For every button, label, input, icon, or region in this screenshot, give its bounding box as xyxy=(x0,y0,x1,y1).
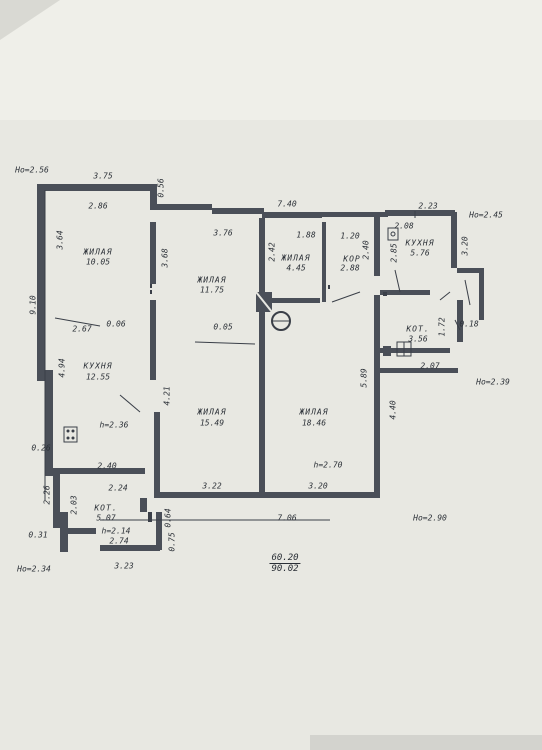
room-name-6: КУХНЯ xyxy=(83,361,113,371)
dim-0-64: 0.64 xyxy=(163,508,173,528)
dim-0-18: 0.18 xyxy=(459,319,479,329)
height-label-3: h=2.14 xyxy=(101,526,131,536)
dim-2-24: 2.24 xyxy=(108,483,128,493)
room-name-3: ЖИЛАЯ xyxy=(281,253,311,263)
room-area-10: 5.07 xyxy=(96,513,116,523)
room-name-9: КОТ. xyxy=(406,324,430,334)
oven-fixture xyxy=(255,291,273,313)
dim-2-23: 2.23 xyxy=(418,201,438,211)
stove-fixture xyxy=(63,426,78,443)
dim-0-26: 0.26 xyxy=(31,443,51,453)
boiler-fixture xyxy=(383,341,412,357)
room-area-9: 3.56 xyxy=(408,334,428,344)
paper-stamp-edge xyxy=(310,735,542,750)
dim-2-40-b: 2.40 xyxy=(97,461,117,471)
room-name-2: ЖИЛАЯ xyxy=(197,275,227,285)
dim-1-72: 1.72 xyxy=(437,317,447,337)
room-name-8: ЖИЛАЯ xyxy=(299,407,329,417)
room-name-5: КУХНЯ xyxy=(405,238,435,248)
dim-2-40: 2.40 xyxy=(361,240,371,260)
chimney-circle xyxy=(271,311,291,331)
room-area-6: 12.55 xyxy=(85,372,111,382)
elevation-mark-4: Ho=2.90 xyxy=(413,513,447,523)
dim-3-20-v: 3.20 xyxy=(460,236,470,256)
walls xyxy=(37,184,484,552)
elevation-mark-3: Ho=2.39 xyxy=(476,377,510,387)
room-name-4: КОР xyxy=(343,254,361,264)
dim-0-05: 0.05 xyxy=(213,322,233,332)
paper-fold xyxy=(0,0,542,120)
dim-3-75: 3.75 xyxy=(93,171,113,181)
dim-1-20: 1.20 xyxy=(340,231,360,241)
dim-4-21: 4.21 xyxy=(162,386,172,406)
room-name-7: ЖИЛАЯ xyxy=(197,407,227,417)
elevation-mark-5: Ho=2.34 xyxy=(17,564,51,574)
dim-2-74: 2.74 xyxy=(109,536,129,546)
room-area-2: 11.75 xyxy=(199,285,225,295)
dim-4-94: 4.94 xyxy=(57,358,67,378)
room-area-4: 2.88 xyxy=(340,263,360,273)
dim-0-75: 0.75 xyxy=(167,532,177,552)
room-area-3: 4.45 xyxy=(286,263,306,273)
dim-3-64: 3.64 xyxy=(55,230,65,250)
detail-lines xyxy=(44,190,471,521)
elevation-mark-2: Ho=2.45 xyxy=(469,210,503,220)
dim-7-06: 7.06 xyxy=(277,513,297,523)
dim-0-31: 0.31 xyxy=(28,530,48,540)
dim-0-56: 0.56 xyxy=(156,178,166,198)
dim-9-10: 9.10 xyxy=(28,295,38,315)
dim-7-40: 7.40 xyxy=(277,199,297,209)
dim-2-26: 2.26 xyxy=(42,485,52,505)
area-totals: 60.20 90.02 xyxy=(269,553,301,574)
area-total: 90.02 xyxy=(271,564,299,574)
dim-0-06: 0.06 xyxy=(106,319,126,329)
dim-2-03: 2.03 xyxy=(69,495,79,515)
dim-2-07: 2.07 xyxy=(420,361,440,371)
room-area-5: 5.76 xyxy=(410,248,430,258)
dim-3-68: 3.68 xyxy=(160,248,170,268)
area-living: 60.20 xyxy=(269,553,301,564)
dim-2-86: 2.86 xyxy=(88,201,108,211)
room-area-7: 15.49 xyxy=(199,418,225,428)
elevation-mark-1: Ho=2.56 xyxy=(15,165,49,175)
dim-3-20: 3.20 xyxy=(308,481,328,491)
dim-4-40: 4.40 xyxy=(388,400,398,420)
room-area-1: 10.05 xyxy=(85,257,111,267)
dim-5-89: 5.89 xyxy=(359,368,369,388)
dim-2-67: 2.67 xyxy=(72,324,92,334)
height-label-1: h=2.36 xyxy=(99,420,129,430)
room-name-1: ЖИЛАЯ xyxy=(83,247,113,257)
doorway-dots xyxy=(148,284,387,522)
stove-fixture-2 xyxy=(387,227,399,241)
dim-1-88: 1.88 xyxy=(296,230,316,240)
room-name-10: КОТ. xyxy=(94,503,118,513)
dim-2-85: 2.85 xyxy=(389,243,399,263)
height-label-2: h=2.70 xyxy=(313,460,343,470)
dim-2-42: 2.42 xyxy=(267,242,277,262)
room-area-8: 18.46 xyxy=(301,418,327,428)
dim-3-76: 3.76 xyxy=(213,228,233,238)
dim-2-08: 2.08 xyxy=(394,221,414,231)
dim-3-23: 3.23 xyxy=(114,561,134,571)
dim-3-22: 3.22 xyxy=(202,481,222,491)
